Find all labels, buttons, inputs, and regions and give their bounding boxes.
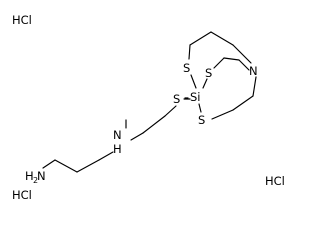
bond-c5-s <box>164 105 177 117</box>
structure-diagram: H 2 N N H S S S Si S N HCl HCl HCl <box>12 13 285 202</box>
bond-c-n-bottom <box>252 76 257 97</box>
bond-c4-c5 <box>142 115 166 134</box>
silicon-label: Si <box>190 90 201 104</box>
bond-si-s-topleft <box>190 74 197 89</box>
amine-n-label: N <box>37 169 46 183</box>
bond-c3-nh <box>98 151 114 161</box>
bond-c-c-top <box>189 31 212 46</box>
cage-s-bottom-label: S <box>198 113 205 127</box>
amine-h-label: H <box>25 169 34 183</box>
bond-amine-c1 <box>42 159 56 169</box>
bond-c-n-mid <box>238 59 250 71</box>
bond-si-s-bottom <box>198 103 202 113</box>
bond-c-c-mid <box>223 57 240 61</box>
amine-sub-label: 2 <box>33 176 38 185</box>
bond-c-c-bottom <box>232 95 254 111</box>
hcl-bottom-left: HCl <box>12 188 32 202</box>
bond-sb-c <box>211 109 234 120</box>
imine-h-label: H <box>113 142 122 156</box>
bond-si-s-inner <box>202 78 208 89</box>
thioether-s-label: S <box>173 92 180 106</box>
hcl-top-left: HCl <box>12 13 32 27</box>
bond-c-n-top2 <box>232 44 252 64</box>
cage-s-inner-label: S <box>205 66 212 80</box>
bond-c-n-top <box>210 31 234 46</box>
bond-c1-c2 <box>54 159 78 173</box>
bond-c2-c3 <box>76 159 100 173</box>
bond-sin-c <box>213 57 225 69</box>
hcl-bottom-right: HCl <box>265 174 285 188</box>
bridgehead-n-label: N <box>249 64 258 78</box>
cage-s-top-left-label: S <box>183 61 190 75</box>
bond-nh-c4b <box>130 132 144 141</box>
imine-n-label: N <box>113 128 122 142</box>
bond-stl-c <box>188 44 191 60</box>
